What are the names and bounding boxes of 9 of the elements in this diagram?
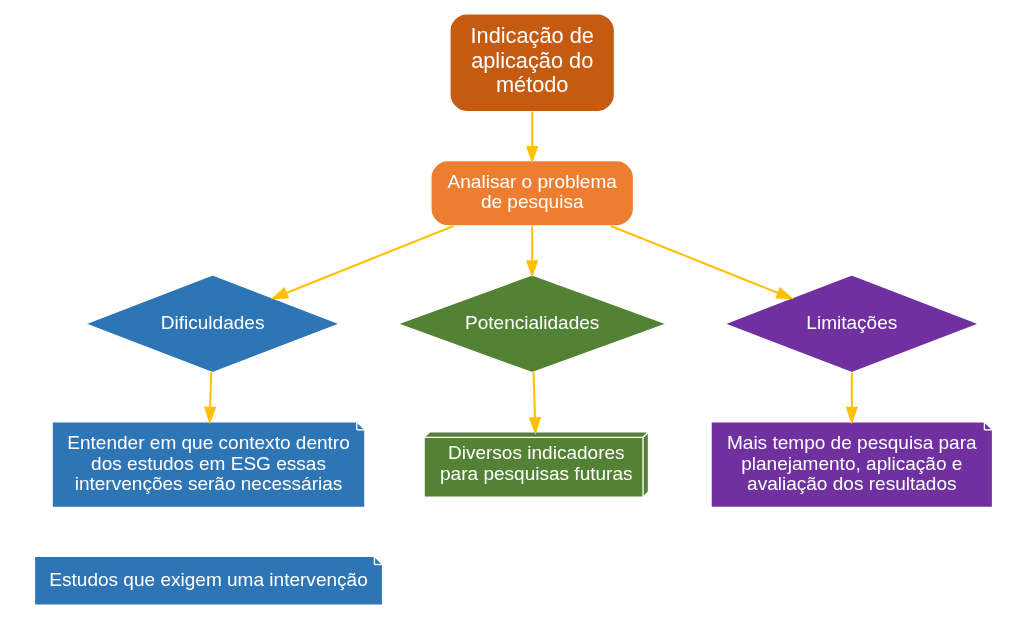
arrow bbox=[525, 111, 538, 164]
arrow bbox=[525, 226, 538, 278]
arrow bbox=[203, 372, 216, 425]
arrow bbox=[609, 225, 794, 300]
arrow bbox=[845, 373, 858, 425]
node-box: Analisar o problema de pesquisa bbox=[429, 159, 634, 227]
node-box: Indicação de aplicação do método bbox=[448, 13, 615, 113]
arrow bbox=[528, 372, 541, 435]
arrow bbox=[269, 225, 454, 300]
